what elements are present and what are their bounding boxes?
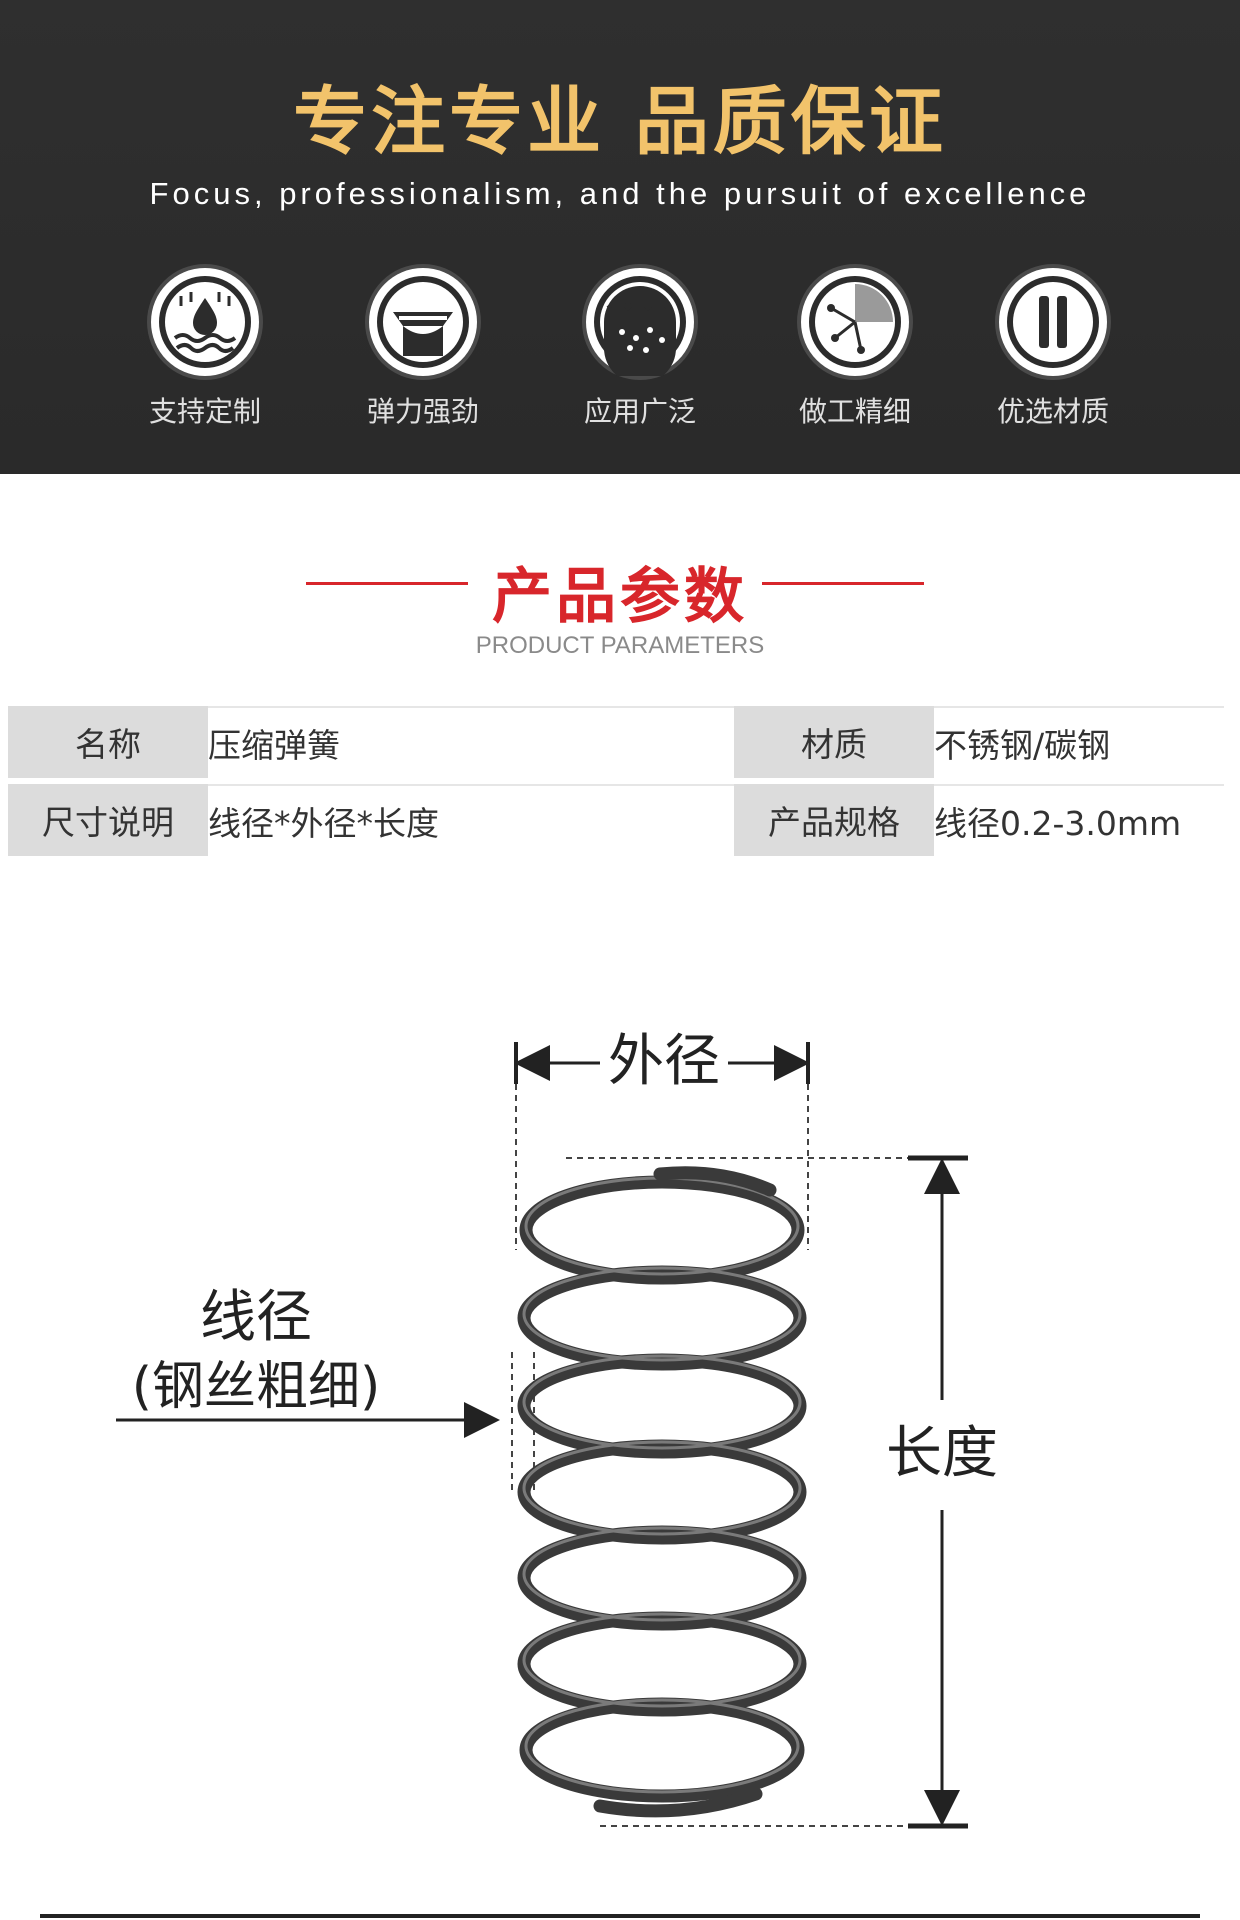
outer-diameter-label: 外径 bbox=[608, 1029, 720, 1094]
feature-fine-craft: 做工精细 bbox=[780, 268, 930, 430]
feature-label: 支持定制 bbox=[148, 395, 261, 428]
feature-label: 做工精细 bbox=[798, 395, 911, 428]
param-key: 产品规格 bbox=[734, 784, 934, 862]
feature-label: 优选材质 bbox=[996, 395, 1109, 428]
section-title: 产品参数 bbox=[492, 562, 748, 632]
table-row: 名称 压缩弹簧 材质 不锈钢/碳钢 bbox=[8, 706, 1224, 784]
param-value: 线径0.2-3.0mm bbox=[934, 784, 1224, 862]
water-drop-icon bbox=[151, 268, 259, 376]
section-subtitle: PRODUCT PARAMETERS bbox=[475, 632, 765, 659]
length-dimension: 长度 bbox=[566, 1155, 998, 1829]
header-banner: 专注专业 品质保证 Focus, professionalism, and th… bbox=[0, 0, 1240, 474]
feature-label: 弹力强劲 bbox=[366, 395, 479, 428]
param-value: 线径*外径*长度 bbox=[208, 784, 734, 862]
banner-title: 专注专业 品质保证 bbox=[293, 79, 947, 165]
table-row: 尺寸说明 线径*外径*长度 产品规格 线径0.2-3.0mm bbox=[8, 784, 1224, 862]
banner-subtitle: Focus, professionalism, and the pursuit … bbox=[149, 176, 1091, 211]
divider-right bbox=[762, 582, 924, 585]
param-key: 材质 bbox=[734, 706, 934, 784]
texture-icon bbox=[586, 268, 694, 376]
wire-diameter-label: 线径 bbox=[200, 1285, 312, 1350]
spring-diagram: 外径 长度 线径 (钢丝粗细) bbox=[40, 1029, 1200, 1918]
wire-diameter-note: (钢丝粗细) bbox=[132, 1357, 381, 1417]
feature-wide-use: 应用广泛 bbox=[565, 268, 715, 430]
feature-custom: 支持定制 bbox=[130, 268, 280, 430]
divider-left bbox=[306, 582, 468, 585]
fine-craft-icon bbox=[801, 268, 909, 376]
section-heading: 产品参数 PRODUCT PARAMETERS bbox=[0, 548, 1240, 668]
spring-press-icon bbox=[369, 268, 477, 376]
spring-illustration bbox=[517, 1166, 807, 1818]
length-label: 长度 bbox=[886, 1421, 998, 1486]
feature-label: 应用广泛 bbox=[583, 395, 696, 428]
param-key: 名称 bbox=[8, 706, 208, 784]
bars-icon bbox=[999, 268, 1107, 376]
wire-diameter-callout: 线径 (钢丝粗细) bbox=[116, 1285, 535, 1490]
params-table: 名称 压缩弹簧 材质 不锈钢/碳钢 尺寸说明 线径*外径*长度 产品规格 线径0… bbox=[8, 706, 1224, 862]
outer-diameter-dimension: 外径 bbox=[514, 1029, 810, 1250]
param-value: 不锈钢/碳钢 bbox=[934, 706, 1224, 784]
feature-elastic: 弹力强劲 bbox=[348, 268, 498, 430]
feature-material: 优选材质 bbox=[978, 268, 1128, 430]
param-value: 压缩弹簧 bbox=[208, 706, 734, 784]
param-key: 尺寸说明 bbox=[8, 784, 208, 862]
